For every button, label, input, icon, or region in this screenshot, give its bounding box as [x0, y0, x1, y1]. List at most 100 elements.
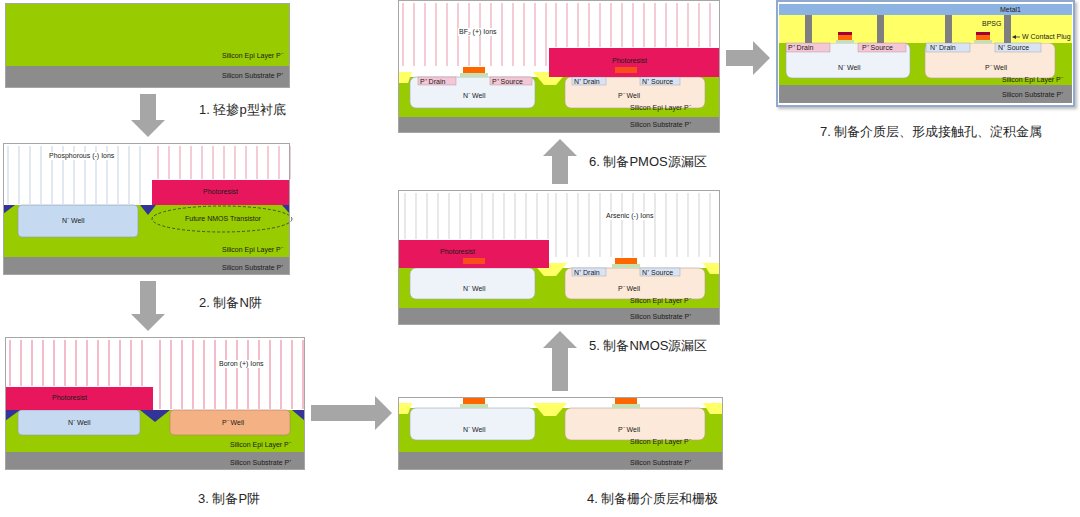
layer-label: N⁺ Source	[642, 269, 673, 277]
ion-beam-line	[578, 3, 579, 47]
ion-beam-line	[257, 146, 258, 179]
process-step-panel: 5. 制备NMOS源漏区	[398, 190, 720, 325]
ion-beam-line	[224, 146, 225, 179]
ion-beam-line	[19, 146, 20, 204]
ion-beam-line	[471, 193, 472, 239]
ion-beam-line	[32, 340, 33, 386]
ion-beam-line	[191, 146, 192, 179]
layer-label: N⁻ Well	[838, 64, 860, 72]
ion-beam-line	[129, 146, 130, 204]
flow-arrow	[726, 41, 770, 75]
ion-beam-line	[537, 193, 538, 239]
ion-beam-line	[158, 146, 159, 179]
layer-label: N⁺ Drain	[574, 78, 600, 86]
ion-beam-line	[589, 3, 590, 47]
layer-label: N⁺ Source	[998, 44, 1029, 52]
ion-beam-line	[677, 3, 678, 47]
layer-label: Silicon Epi Layer P⁻	[630, 297, 691, 305]
layer-label: N⁺ Drain	[574, 269, 600, 277]
layer-label: BF₂ (+) Ions	[458, 28, 498, 36]
step-caption: 4. 制备栅介质层和栅极	[587, 490, 718, 508]
ion-beam-line	[21, 340, 22, 386]
ion-beam-line	[567, 3, 568, 47]
ion-beam-line	[644, 193, 645, 257]
layer-label: P⁺ Source	[862, 44, 893, 52]
layer-label: P⁻ Well	[985, 64, 1007, 72]
layer-label: N⁻ Well	[62, 217, 84, 225]
ion-beam-line	[655, 193, 656, 257]
step-caption: 6. 制备PMOS源漏区	[589, 153, 707, 171]
ion-beam-line	[611, 193, 612, 257]
ion-beam-line	[160, 340, 161, 409]
ion-beam-line	[546, 3, 547, 66]
ion-beam-line	[699, 193, 700, 257]
ion-beam-line	[87, 340, 88, 386]
ion-beam-line	[403, 3, 404, 66]
layer-label: Photoresist	[52, 394, 87, 402]
ion-beam-line	[710, 3, 711, 47]
ion-beam-line	[513, 3, 514, 66]
ion-beam-line	[688, 193, 689, 257]
ion-beam-line	[567, 193, 568, 257]
layer-label: N⁻ Well	[463, 285, 485, 293]
ion-beam-line	[226, 340, 227, 409]
ion-beam-line	[237, 340, 238, 409]
layer-label: Silicon Epi Layer P⁻	[222, 52, 283, 60]
ion-beam-line	[98, 340, 99, 386]
ion-beam-line	[526, 193, 527, 239]
process-step-panel: 3. 制备P阱	[5, 337, 305, 470]
layer-label: BPSG	[982, 20, 1001, 28]
ion-beam-line	[666, 193, 667, 257]
ion-beam-line	[416, 193, 417, 239]
ion-beam-line	[281, 340, 282, 409]
ion-beam-line	[182, 340, 183, 409]
process-step-panel: 7. 制备介质层、形成接触孔、淀积金属	[776, 0, 1075, 107]
ion-beam-line	[30, 146, 31, 204]
layer-label: Photoresist	[440, 248, 475, 256]
flow-arrow	[543, 139, 577, 184]
layer-label: N⁺ Drain	[930, 44, 956, 52]
step-caption: 5. 制备NMOS源漏区	[589, 337, 707, 355]
ion-beam-line	[436, 3, 437, 66]
ion-beam-line	[169, 146, 170, 179]
process-step-panel: 6. 制备PMOS源漏区	[398, 0, 720, 133]
ion-beam-line	[548, 193, 549, 239]
ion-beam-line	[193, 340, 194, 409]
ion-beam-line	[204, 340, 205, 409]
ion-beam-line	[710, 193, 711, 257]
step-caption: 3. 制备P阱	[198, 490, 260, 508]
layer-label: N⁻ Well	[463, 426, 485, 434]
layer-label: P⁻ Well	[618, 285, 640, 293]
layer-label: Silicon Substrate P⁺	[222, 264, 283, 272]
ion-beam-line	[524, 3, 525, 66]
ion-beam-line	[292, 340, 293, 409]
layer-label: P⁻ Well	[618, 426, 640, 434]
ion-beam-line	[142, 340, 143, 386]
flow-arrow	[131, 281, 165, 331]
layer-label: Photoresist	[203, 188, 238, 196]
layer-label: Silicon Epi Layer P⁻	[1002, 76, 1063, 84]
layer-label: N⁺ Source	[642, 78, 673, 86]
ion-beam-line	[268, 146, 269, 179]
ion-beam-line	[504, 193, 505, 239]
layer-label: Phosphorous (-) Ions	[48, 152, 115, 160]
flow-arrow	[543, 331, 577, 391]
layer-label: Future NMOS Transistor	[185, 215, 261, 223]
step-caption: 1. 轻掺p型衬底	[199, 101, 286, 119]
ion-beam-line	[535, 3, 536, 66]
ion-beam-line	[131, 340, 132, 386]
layer-label: Silicon Epi Layer P⁻	[222, 246, 283, 254]
ion-beam-line	[666, 3, 667, 47]
layer-label: Silicon Substrate P⁺	[630, 121, 691, 129]
ion-beam-line	[427, 193, 428, 239]
ion-beam-line	[259, 340, 260, 409]
ion-beam-line	[140, 146, 141, 204]
ion-beam-line	[279, 146, 280, 179]
ion-beam-line	[171, 340, 172, 409]
ion-beam-line	[644, 3, 645, 47]
ion-beam-line	[425, 3, 426, 66]
layer-label: Arsenic (-) Ions	[605, 212, 654, 220]
ion-beam-line	[405, 193, 406, 239]
ion-beam-line	[303, 340, 304, 409]
